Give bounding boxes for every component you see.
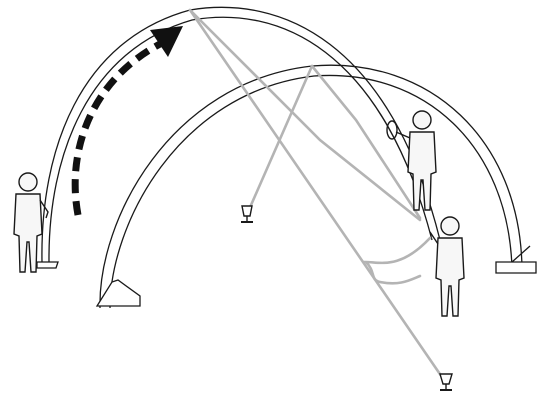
rear-arch <box>36 6 441 269</box>
ground-stake-center <box>241 205 253 223</box>
curved-arrow-icon <box>71 26 183 216</box>
guy-ropes <box>188 8 446 382</box>
front-arch <box>95 64 537 309</box>
ground-stake-front <box>439 373 453 391</box>
person-holding-arch-base <box>13 172 49 273</box>
person-holding-rope-with-coil <box>386 110 437 211</box>
person-pulling-rope <box>429 216 465 317</box>
